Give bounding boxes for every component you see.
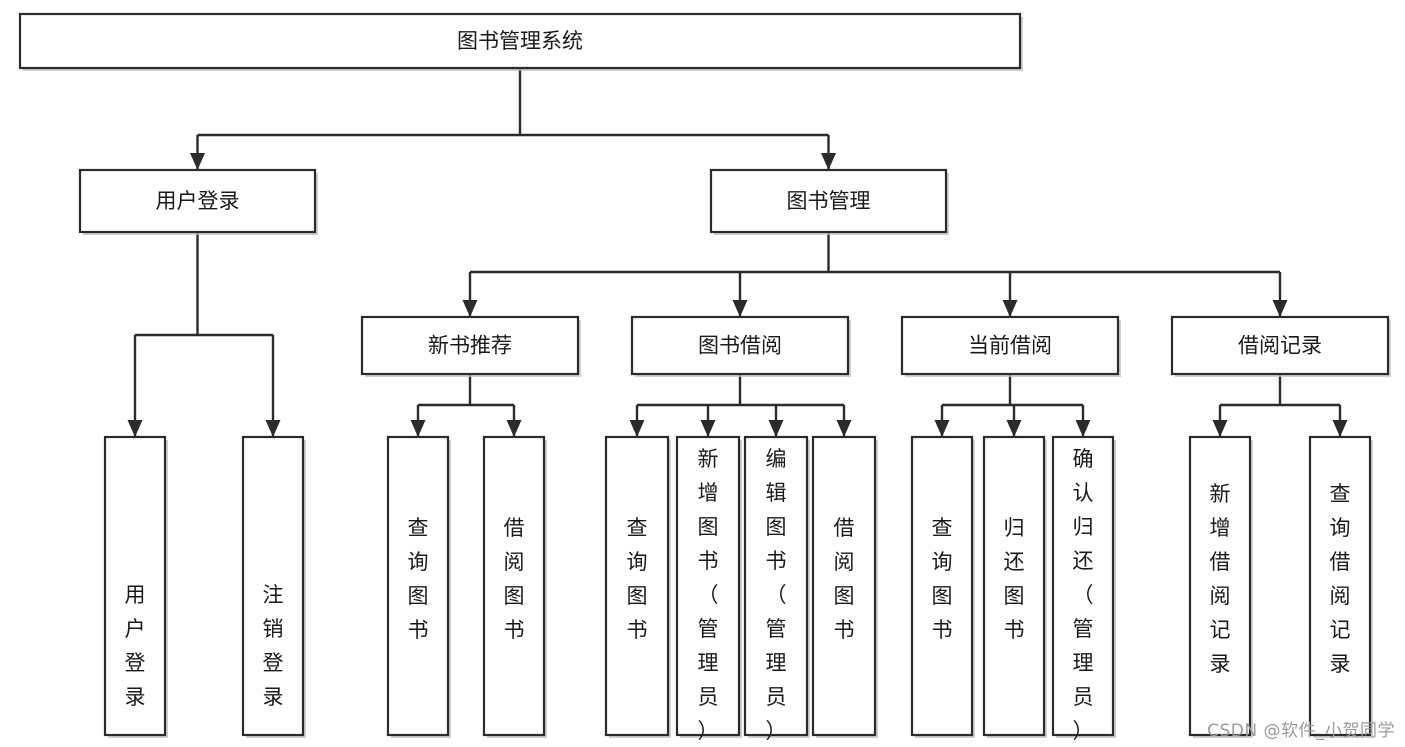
- node-l-user-logout[interactable]: 注销登录: [241, 435, 306, 738]
- node-root[interactable]: 图书管理系统: [18, 12, 1023, 71]
- node-l-query-record[interactable]: 查询借阅记录: [1308, 435, 1373, 738]
- node-label: 借阅图书: [834, 516, 855, 642]
- node-label: 新增借阅记录: [1210, 482, 1231, 676]
- node-l-borrow-book-1[interactable]: 借阅图书: [482, 435, 547, 738]
- node-label: 查询借阅记录: [1330, 482, 1351, 676]
- node-l-add-book[interactable]: 新增图书（管理员）: [675, 435, 742, 743]
- node-label: 新增图书（管理员）: [698, 447, 719, 743]
- edges-layer: [127, 68, 1348, 437]
- node-label: 图书借阅: [698, 334, 782, 358]
- node-label: 归还图书: [1004, 516, 1025, 642]
- node-label: 图书管理系统: [457, 29, 583, 53]
- node-l-query-book-2[interactable]: 查询图书: [604, 435, 671, 738]
- node-label: 编辑图书（管理员）: [766, 447, 787, 743]
- node-n-book-borrow[interactable]: 图书借阅: [630, 315, 851, 377]
- node-l-add-record[interactable]: 新增借阅记录: [1188, 435, 1253, 738]
- node-label: 借阅记录: [1238, 334, 1322, 358]
- node-label: 当前借阅: [968, 334, 1052, 358]
- node-label: 查询图书: [627, 516, 648, 642]
- node-label: 用户登录: [156, 189, 240, 213]
- node-n-book-mgmt[interactable]: 图书管理: [709, 168, 949, 235]
- node-n-borrow-record[interactable]: 借阅记录: [1170, 315, 1391, 377]
- node-l-query-book-1[interactable]: 查询图书: [386, 435, 451, 738]
- node-n-user-login[interactable]: 用户登录: [78, 168, 318, 235]
- node-label: 用户登录: [125, 583, 146, 709]
- node-l-borrow-book-2[interactable]: 借阅图书: [811, 435, 878, 738]
- node-l-user-login[interactable]: 用户登录: [103, 435, 168, 738]
- node-label: 查询图书: [932, 516, 953, 642]
- node-l-return-book[interactable]: 归还图书: [982, 435, 1047, 738]
- node-label: 借阅图书: [504, 516, 525, 642]
- node-l-query-book-3[interactable]: 查询图书: [910, 435, 975, 738]
- node-label: 查询图书: [408, 516, 429, 642]
- nodes-layer: 图书管理系统用户登录图书管理新书推荐图书借阅当前借阅借阅记录用户登录注销登录查询…: [18, 12, 1391, 743]
- node-l-confirm-return[interactable]: 确认归还（管理员）: [1051, 435, 1116, 743]
- node-label: 注销登录: [263, 583, 284, 709]
- node-label: 图书管理: [787, 189, 871, 213]
- node-l-edit-book[interactable]: 编辑图书（管理员）: [743, 435, 810, 743]
- node-label: 确认归还（管理员）: [1073, 447, 1094, 743]
- node-n-new-book-rec[interactable]: 新书推荐: [360, 315, 581, 377]
- node-n-current-borrow[interactable]: 当前借阅: [900, 315, 1121, 377]
- node-label: 新书推荐: [428, 334, 512, 358]
